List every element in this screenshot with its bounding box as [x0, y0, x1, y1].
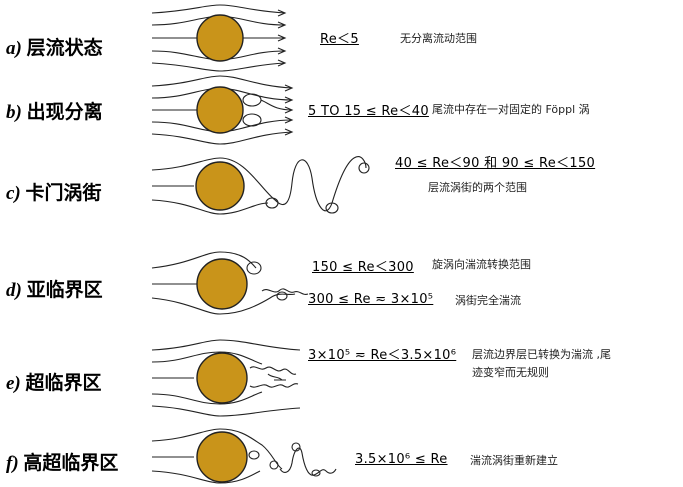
row-d-formula-2: 300 ≤ Re ≂ 3×10⁵ — [308, 292, 433, 307]
row-c-label: c) 卡门涡街 — [6, 178, 102, 205]
row-d-flow-diagram — [150, 246, 320, 326]
row-d-label: d) 亚临界区 — [6, 275, 103, 302]
row-a-note: 无分离流动范围 — [400, 30, 477, 46]
row-b-formula: 5 TO 15 ≤ Re＜40 — [308, 100, 429, 119]
row-f-formula: 3.5×10⁶ ≤ Re — [355, 452, 448, 467]
row-d-vortex-upper — [247, 262, 261, 274]
row-b-note: 尾流中存在一对固定的 Föppl 涡 — [432, 101, 590, 117]
row-a-flow-diagram — [150, 5, 310, 75]
row-d-cylinder — [197, 259, 247, 309]
row-d-name: 亚临界区 — [27, 280, 103, 301]
row-f-name: 高超临界区 — [23, 453, 118, 474]
row-c-letter: c) — [6, 183, 21, 204]
row-b-cylinder — [197, 87, 243, 133]
row-f-wake — [280, 448, 336, 475]
row-c-name: 卡门涡街 — [26, 183, 102, 204]
row-e-wake-upper — [250, 367, 296, 374]
row-f-flow-diagram — [150, 425, 350, 487]
row-c-formula: 40 ≤ Re＜90 和 90 ≤ Re＜150 — [395, 152, 595, 171]
row-f-vortex-4 — [312, 470, 320, 476]
row-b-label: b) 出现分离 — [6, 97, 103, 124]
row-f-cylinder — [197, 432, 247, 482]
row-f-note: 湍流涡街重新建立 — [470, 452, 558, 468]
row-b-vortex-upper — [243, 94, 261, 106]
row-d-note-1: 旋涡向湍流转换范围 — [432, 256, 531, 272]
row-b-vortex-lower — [243, 114, 261, 126]
row-e-note-2: 迹变窄而无规则 — [472, 364, 549, 380]
row-e-note-1: 层流边界层已转换为湍流 ,尾 — [472, 346, 611, 362]
row-e-wake-core — [268, 374, 286, 380]
row-d-turbulent-wake — [262, 289, 308, 295]
row-f-label: f) 高超临界区 — [6, 448, 118, 475]
row-d-vortex-wake — [277, 292, 287, 300]
row-a-cylinder — [197, 15, 243, 61]
row-e-letter: e) — [6, 373, 21, 394]
row-e-formula: 3×10⁵ ≂ Re＜3.5×10⁶ — [308, 344, 456, 363]
row-e-name: 超临界区 — [26, 373, 102, 394]
row-b-letter: b) — [6, 102, 22, 123]
row-c-note: 层流涡街的两个范围 — [428, 179, 527, 195]
row-c-vortex-3 — [359, 163, 369, 173]
row-a-label: a) 层流状态 — [6, 33, 103, 60]
row-c-cylinder — [196, 162, 244, 210]
row-d-note-2: 涡街完全湍流 — [455, 292, 521, 308]
row-b-flow-diagram — [150, 76, 310, 146]
row-e-cylinder — [197, 353, 247, 403]
row-a-letter: a) — [6, 38, 22, 59]
row-f-vortex-2 — [270, 461, 278, 469]
row-e-label: e) 超临界区 — [6, 368, 102, 395]
row-d-letter: d) — [6, 280, 22, 301]
row-d-formula-1: 150 ≤ Re＜300 — [312, 256, 414, 275]
row-c-flow-diagram — [150, 148, 380, 228]
row-f-letter: f) — [6, 453, 19, 474]
row-e-wake-lower — [250, 384, 298, 387]
row-b-name: 出现分离 — [27, 102, 103, 123]
row-a-formula: Re＜5 — [320, 28, 359, 47]
row-e-flow-diagram — [150, 340, 310, 420]
row-a-name: 层流状态 — [27, 38, 103, 59]
row-f-vortex-1 — [249, 451, 259, 459]
